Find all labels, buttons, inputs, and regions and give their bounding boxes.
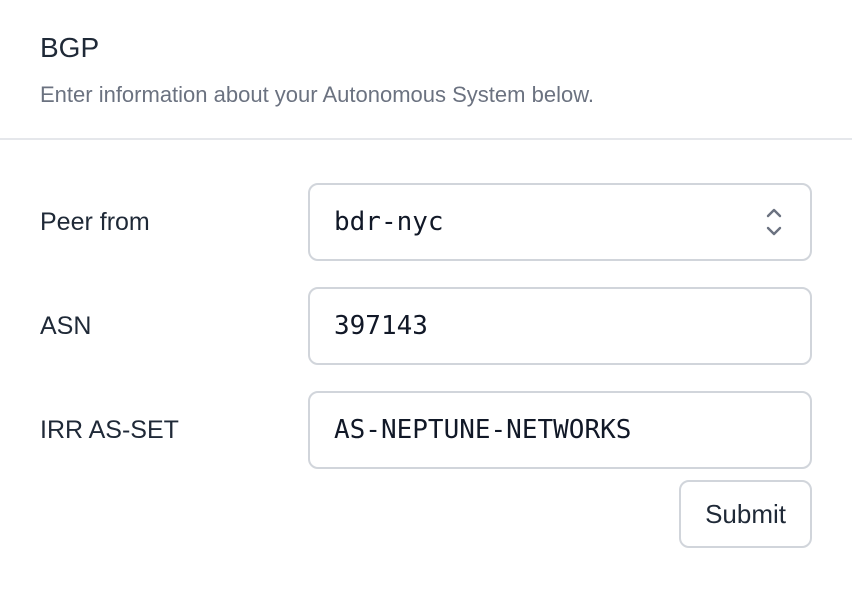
submit-button[interactable]: Submit [679,480,812,548]
asn-label: ASN [40,311,92,340]
peer-from-label: Peer from [40,207,150,236]
card-subtitle: Enter information about your Autonomous … [40,82,594,107]
peer-from-row: Peer from bdr-nyc [40,182,812,262]
irr-as-set-value: AS-NEPTUNE-NETWORKS [334,415,632,445]
asn-row: ASN 397143 [40,286,812,366]
irr-as-set-row: IRR AS-SET AS-NEPTUNE-NETWORKS [40,390,812,470]
card-title: BGP [40,32,100,63]
peer-from-value: bdr-nyc [334,207,444,237]
card-header: BGP Enter information about your Autonom… [0,0,852,140]
bgp-form: Peer from bdr-nyc ASN 397143 IRR AS-SET … [40,182,812,548]
peer-from-select[interactable]: bdr-nyc [308,183,812,261]
chevron-up-down-icon [766,208,782,236]
irr-as-set-input[interactable]: AS-NEPTUNE-NETWORKS [308,391,812,469]
form-actions: Submit [40,480,812,548]
asn-input[interactable]: 397143 [308,287,812,365]
irr-as-set-label: IRR AS-SET [40,415,179,444]
asn-value: 397143 [334,311,428,341]
